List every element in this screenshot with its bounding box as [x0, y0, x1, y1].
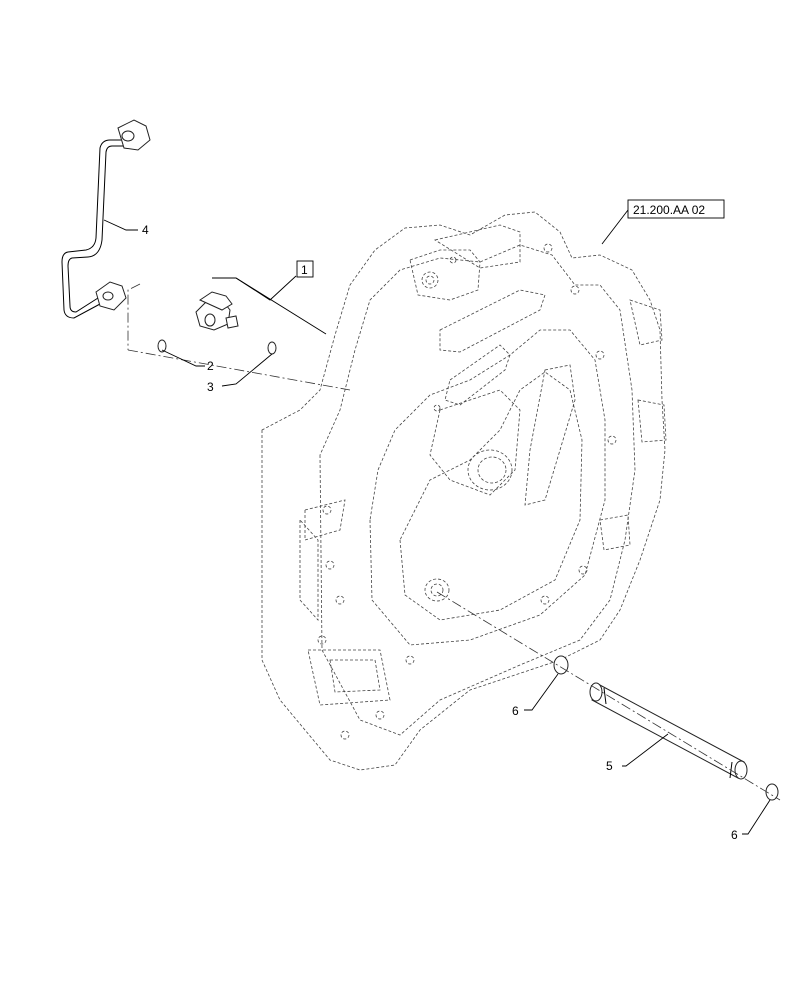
callout-1: 1 — [301, 263, 308, 277]
callout-4: 4 — [142, 223, 149, 237]
fitting-centerline — [127, 349, 351, 391]
pin-centerline — [436, 591, 781, 801]
callout-1-box — [296, 260, 314, 278]
elbow-fitting — [195, 291, 239, 331]
hydraulic-tube — [61, 119, 151, 319]
callout-6a: 6 — [512, 704, 519, 718]
transmission-housing — [261, 211, 667, 771]
o-ring-3 — [267, 341, 277, 355]
reference-label[interactable]: 21.200.AA 02 — [633, 203, 705, 217]
o-ring-6a — [553, 655, 569, 675]
pivot-pin — [589, 682, 748, 780]
callout-2: 2 — [207, 359, 214, 373]
reference-box — [627, 199, 725, 219]
o-ring-2 — [157, 339, 167, 353]
callout-3: 3 — [207, 380, 214, 394]
o-ring-6b — [765, 783, 779, 801]
callout-6b: 6 — [731, 828, 738, 842]
callout-5: 5 — [606, 759, 613, 773]
